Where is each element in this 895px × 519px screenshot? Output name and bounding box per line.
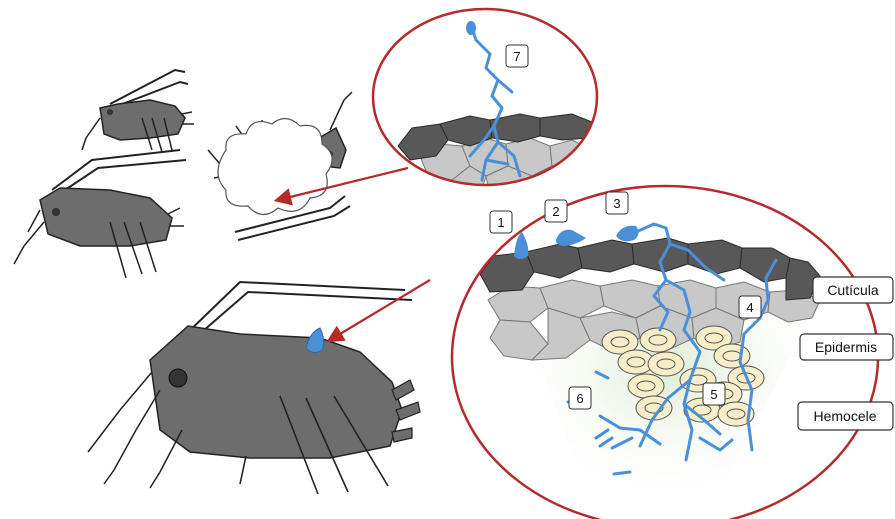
svg-text:3: 3 [613,196,620,211]
svg-text:Epidermis: Epidermis [815,339,877,355]
step-label-2: 2 [545,200,567,222]
aphid-infected-mycelium [208,92,352,240]
layer-label-epidermis: Epidermis [800,334,893,360]
svg-text:1: 1 [497,215,504,230]
conidium-top [466,21,476,35]
mycelium-cloud [218,118,332,214]
step-label-1: 1 [490,211,512,233]
aphid-small-top [82,70,194,152]
svg-text:Hemocele: Hemocele [813,408,876,424]
step-label-3: 3 [606,192,628,214]
layer-label-hemocele: Hemocele [798,402,893,430]
svg-text:7: 7 [513,49,520,64]
aphid-large-bottom [88,282,420,494]
svg-text:4: 4 [746,300,753,315]
step-label-4: 4 [739,296,761,318]
compound-eye-icon [169,369,187,387]
svg-text:Cutícula: Cutícula [827,282,879,298]
step-label-6: 6 [569,387,591,409]
epidermis-cells-top [420,138,592,196]
step-label-5: 5 [703,383,725,405]
conidium-on-aphid [306,328,324,353]
svg-text:2: 2 [552,204,559,219]
svg-text:6: 6 [576,391,583,406]
svg-text:5: 5 [710,387,717,402]
step-label-7: 7 [506,45,528,67]
layer-label-cuticle: Cutícula [813,277,893,303]
aphid-medium-left [14,150,186,278]
